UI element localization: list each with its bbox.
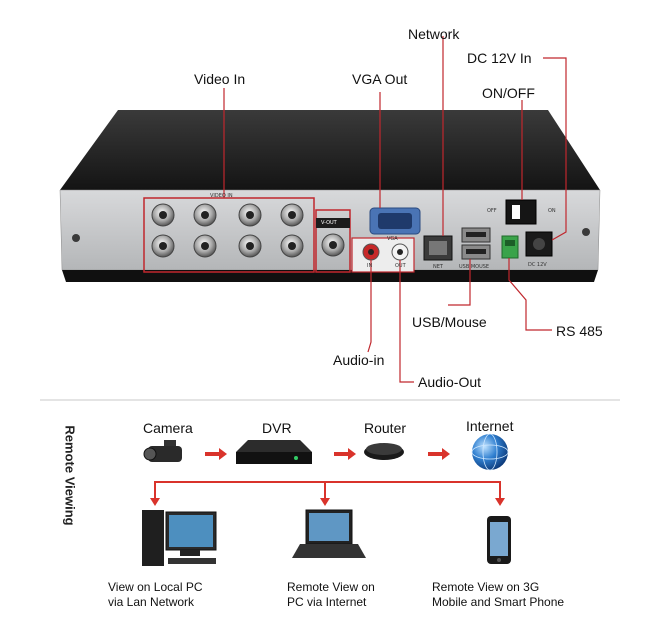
panel-on-text: ON — [548, 208, 556, 214]
v-out-bnc — [315, 209, 351, 273]
view-mobile-line1: Remote View on 3G — [432, 580, 540, 594]
video-in-label: Video In — [194, 71, 246, 87]
network-label: Network — [408, 26, 460, 42]
panel-in-text: IN — [367, 263, 373, 269]
camera-label: Camera — [143, 420, 193, 436]
net-port — [423, 235, 453, 261]
dc-in-label: DC 12V In — [467, 50, 532, 66]
panel-out-text: OUT — [395, 263, 406, 269]
router-label: Router — [364, 420, 407, 436]
local-pc-icon — [142, 510, 217, 566]
dvr-small-icon — [236, 440, 312, 464]
rs485-label: RS 485 — [556, 323, 603, 339]
rs485-terminal — [501, 235, 519, 259]
view-mobile-caption: Remote View on 3G Mobile and Smart Phone — [432, 580, 564, 610]
view-remote-pc-line2: PC via Internet — [287, 595, 367, 609]
laptop-icon — [292, 509, 366, 558]
smartphone-icon — [487, 516, 511, 564]
panel-vga-text: VGA — [387, 236, 398, 242]
panel-v-out-text: V-OUT — [321, 220, 337, 226]
view-local-pc-line2: via Lan Network — [108, 595, 195, 609]
usb-mouse-label: USB/Mouse — [412, 314, 487, 330]
dc-jack — [525, 231, 553, 257]
flow-arrows — [205, 448, 450, 460]
video-in-bnc-array — [143, 197, 315, 273]
distribution-arrows — [154, 481, 501, 500]
view-remote-pc-caption: Remote View on PC via Internet — [287, 580, 375, 610]
dvr-label: DVR — [262, 420, 292, 436]
audio-out-label: Audio-Out — [418, 374, 482, 390]
panel-net-text: NET — [433, 264, 443, 270]
panel-dc-text: DC 12V — [528, 262, 547, 268]
audio-jacks — [351, 237, 415, 273]
power-switch — [505, 199, 537, 225]
view-remote-pc-line1: Remote View on — [287, 580, 375, 594]
on-off-label: ON/OFF — [482, 85, 535, 101]
dvr-body — [59, 110, 601, 282]
view-mobile-line2: Mobile and Smart Phone — [432, 595, 565, 609]
panel-usb-mouse-text: USB MOUSE — [459, 264, 490, 270]
audio-in-label: Audio-in — [333, 352, 385, 368]
view-local-pc-line1: View on Local PC — [108, 580, 203, 594]
remote-viewing-title: Remote Viewing — [62, 425, 78, 526]
internet-globe-icon — [471, 433, 509, 471]
usb-ports — [461, 227, 491, 260]
view-local-pc-caption: View on Local PC via Lan Network — [108, 580, 203, 610]
vga-port — [369, 207, 421, 235]
router-icon — [364, 443, 404, 460]
panel-video-in-text: VIDEO IN — [210, 193, 233, 199]
internet-label: Internet — [466, 418, 514, 434]
vga-out-label: VGA Out — [352, 71, 408, 87]
callout-lines — [223, 36, 567, 383]
panel-off-text: OFF — [487, 208, 497, 214]
camera-icon — [143, 440, 182, 462]
